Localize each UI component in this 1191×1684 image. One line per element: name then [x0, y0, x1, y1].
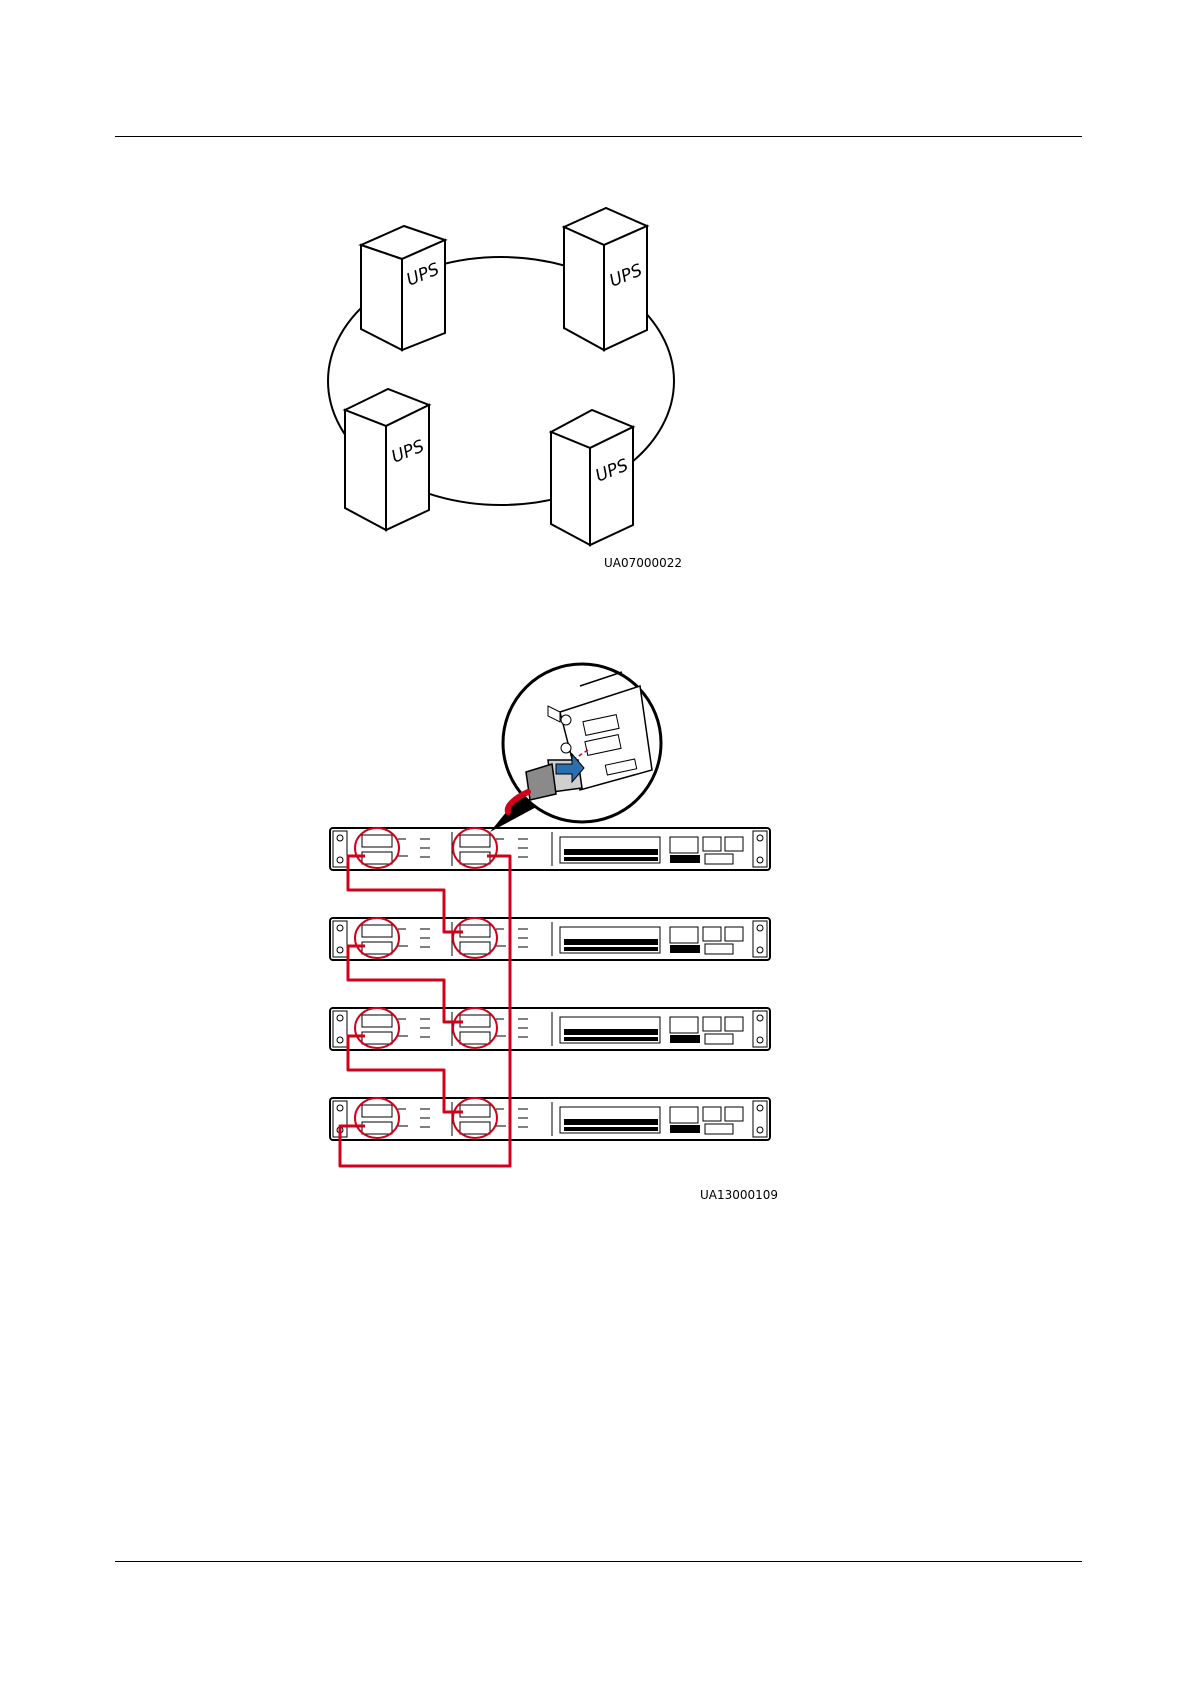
figure-id-ua13000109: UA13000109 — [700, 1188, 778, 1202]
port-highlights — [355, 828, 497, 1138]
footer-rule — [115, 1561, 1082, 1562]
connector-detail-callout — [490, 664, 661, 832]
power-module-4 — [330, 1098, 770, 1140]
power-module-2 — [330, 918, 770, 960]
power-module-1 — [330, 828, 770, 870]
power-module-3 — [330, 1008, 770, 1050]
